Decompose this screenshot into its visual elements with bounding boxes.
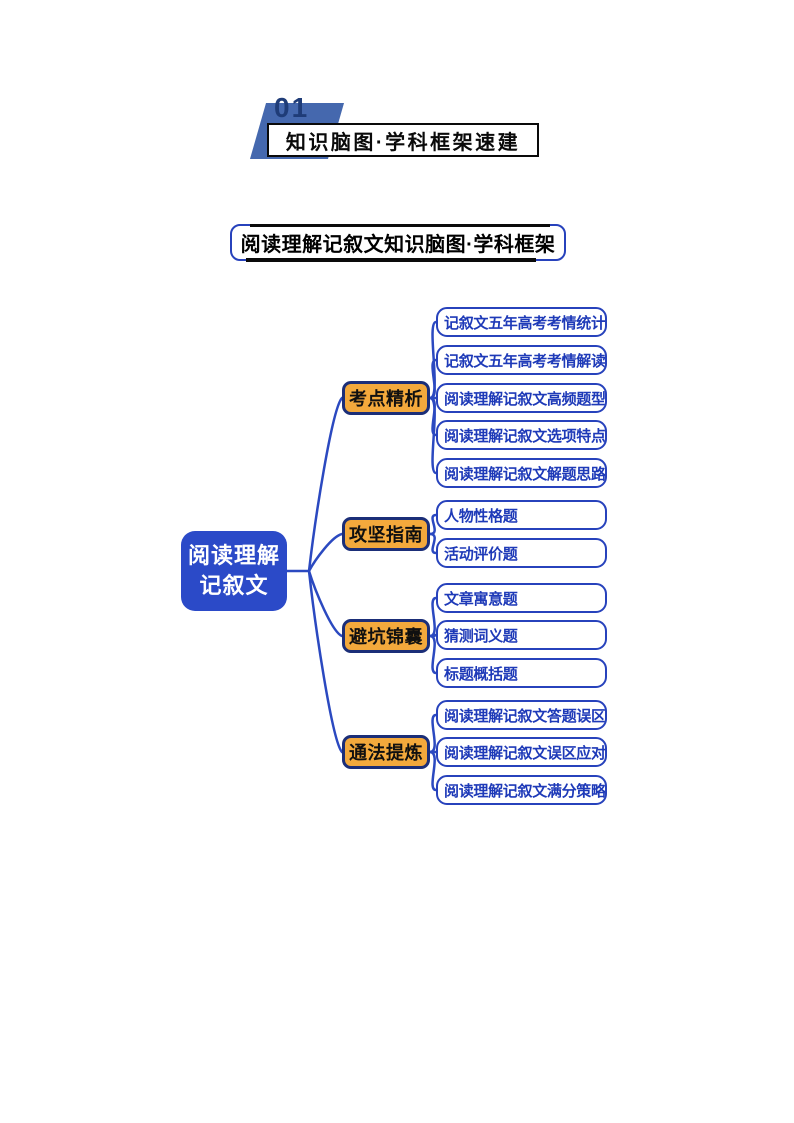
connector-root-branch-2 bbox=[307, 532, 344, 573]
connector-branch-1-leaf-5 bbox=[428, 396, 438, 475]
connector-branch-2-leaf-1 bbox=[428, 513, 438, 536]
section-title: 知识脑图·学科框架速建 bbox=[285, 131, 521, 154]
map-title-box: 阅读理解记叙文知识脑图·学科框架 bbox=[230, 223, 566, 262]
connector-branch-2-leaf-2 bbox=[428, 532, 438, 555]
connector-branch-3-leaf-3 bbox=[428, 634, 438, 675]
section-title-box: 知识脑图·学科框架速建 bbox=[267, 123, 539, 157]
section-number: 01 bbox=[274, 92, 310, 123]
connector-branch-3-leaf-1 bbox=[428, 596, 438, 638]
connector-root-branch-3 bbox=[307, 569, 344, 638]
connector-branch-4-leaf-1 bbox=[428, 713, 438, 754]
connector-root-branch-4 bbox=[307, 569, 344, 754]
connector-root-branch-1 bbox=[307, 396, 344, 573]
connector-branch-4-leaf-3 bbox=[428, 750, 438, 792]
map-title-text: 阅读理解记叙文知识脑图·学科框架 bbox=[240, 234, 556, 256]
